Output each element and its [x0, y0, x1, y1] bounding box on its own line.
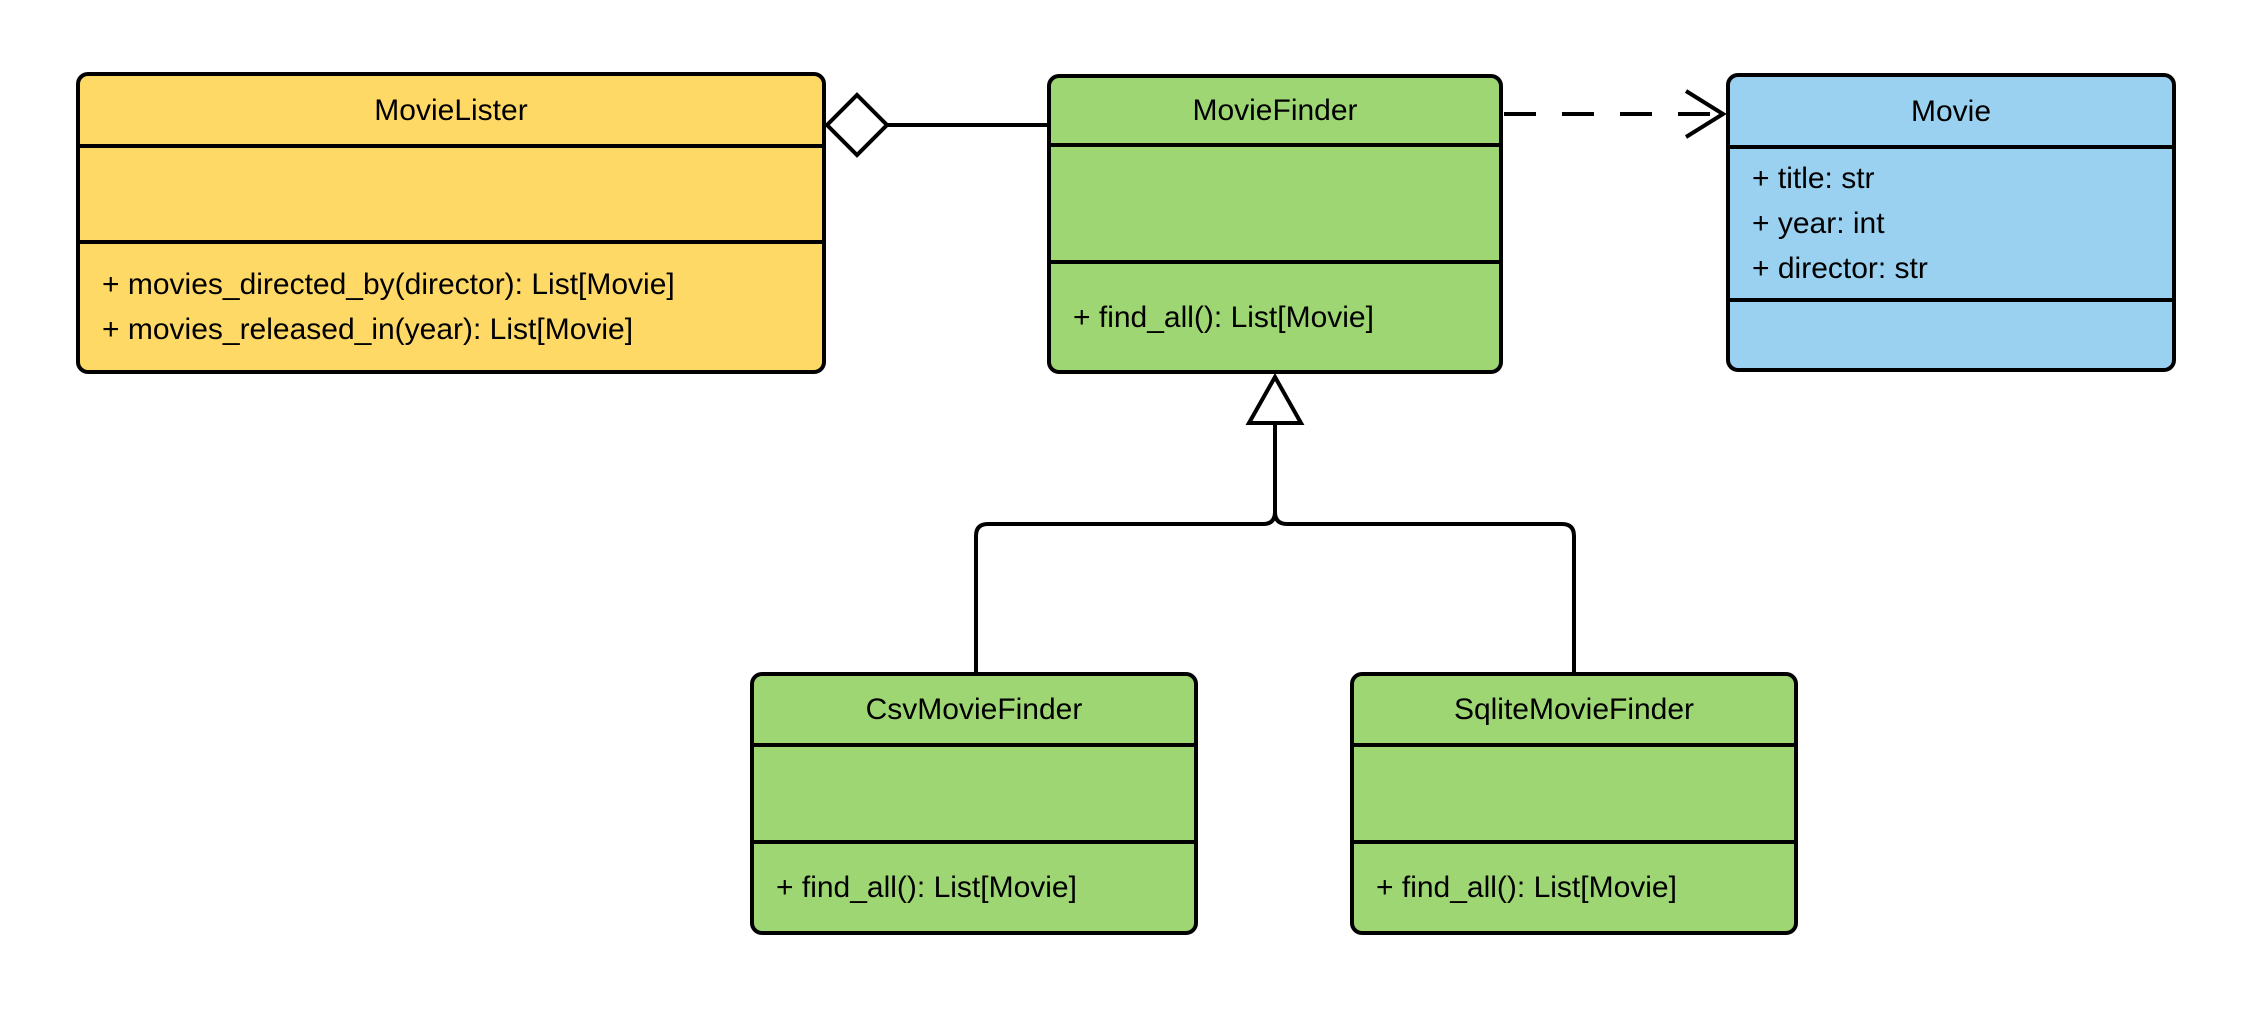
attributes-section — [1354, 743, 1794, 840]
class-name: MovieLister — [374, 93, 528, 127]
attributes-section — [80, 144, 822, 240]
inheritance-triangle-icon — [1245, 372, 1305, 425]
inheritance-edge-csvmoviefinder — [974, 424, 1277, 674]
methods-section: + find_all(): List[Movie] — [1354, 840, 1794, 931]
attributes-section — [754, 743, 1194, 840]
inheritance-edges — [974, 372, 1576, 674]
methods-section — [1730, 298, 2172, 368]
aggregation-edge-movielister-moviefinder — [824, 92, 1049, 158]
inheritance-edge-sqlitemoviefinder — [1273, 424, 1576, 674]
methods-section: + find_all(): List[Movie] — [1051, 260, 1499, 370]
method-label: + find_all(): List[Movie] — [1376, 871, 1677, 904]
class-csvmoviefinder: CsvMovieFinder + find_all(): List[Movie] — [750, 672, 1198, 935]
aggregation-diamond-icon — [824, 92, 890, 158]
attributes-section — [1051, 143, 1499, 260]
open-arrowhead-icon — [1684, 89, 1727, 139]
attributes-section: + title: str + year: int + director: str — [1730, 145, 2172, 298]
class-movie: Movie + title: str + year: int + directo… — [1726, 73, 2176, 372]
class-name: MovieFinder — [1192, 94, 1358, 127]
dependency-edge-moviefinder-movie — [1504, 89, 1727, 139]
class-moviefinder: MovieFinder + find_all(): List[Movie] — [1047, 74, 1503, 374]
class-name: SqliteMovieFinder — [1453, 693, 1695, 726]
method-label: + movies_released_in(year): List[Movie] — [102, 313, 634, 346]
class-movielister: MovieLister + movies_directed_by(directo… — [76, 72, 826, 374]
attribute-label: + year: int — [1752, 207, 1885, 240]
attribute-label: + title: str — [1752, 162, 1875, 195]
attribute-label: + director: str — [1752, 252, 1928, 285]
method-label: + find_all(): List[Movie] — [776, 871, 1077, 904]
methods-section: + movies_directed_by(director): List[Mov… — [80, 240, 822, 370]
class-name: Movie — [1910, 94, 1992, 128]
method-label: + find_all(): List[Movie] — [1073, 300, 1374, 334]
class-name: CsvMovieFinder — [865, 693, 1083, 726]
methods-section: + find_all(): List[Movie] — [754, 840, 1194, 931]
class-sqlitemoviefinder: SqliteMovieFinder + find_all(): List[Mov… — [1350, 672, 1798, 935]
method-label: + movies_directed_by(director): List[Mov… — [102, 268, 675, 301]
